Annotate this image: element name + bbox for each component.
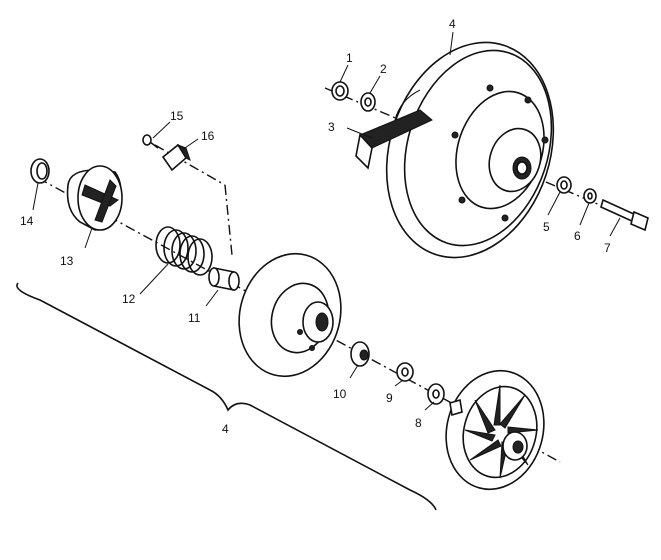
washer-part-2 [360,92,376,112]
callout-11: 11 [188,311,201,325]
retaining-ring-part-14 [30,158,50,184]
callout-10: 10 [333,387,347,401]
callout-15: 15 [170,109,184,123]
washer-part-9 [396,362,414,382]
movable-sheave [238,252,342,378]
callout-14: 14 [20,214,34,228]
lockwasher-part-6 [583,188,597,204]
screw-part-15 [142,134,159,149]
assembly-bracket [16,282,437,511]
bolt-part-7 [600,198,649,232]
callout-1: 1 [346,51,353,65]
callout-9: 9 [386,391,393,405]
callout-6: 6 [574,229,581,243]
callout-7: 7 [604,241,611,255]
fixed-sheave [445,369,545,491]
driven-sheave [385,41,555,259]
leader-lines [32,31,621,411]
ring-part-1 [331,81,349,101]
bushing-part-11 [208,267,240,291]
axis-line-pin [154,144,226,186]
callout-12: 12 [122,292,136,306]
spring-part-12 [155,226,213,276]
callout-2: 2 [380,62,387,76]
washer-part-8 [427,383,445,405]
callout-3: 3 [328,120,335,134]
bearing-part-10 [350,341,370,367]
button-part-16 [161,143,191,172]
callout-5: 5 [543,220,550,234]
callout-4-top: 4 [449,17,456,31]
axis-line-pin-down [224,184,233,256]
callout-4-bracket: 4 [222,422,229,436]
cam-part-13 [66,165,123,231]
callout-16: 16 [201,129,215,143]
washer-part-5 [556,176,572,194]
callout-8: 8 [415,416,422,430]
drive-belt [355,89,433,170]
callout-13: 13 [60,254,74,268]
